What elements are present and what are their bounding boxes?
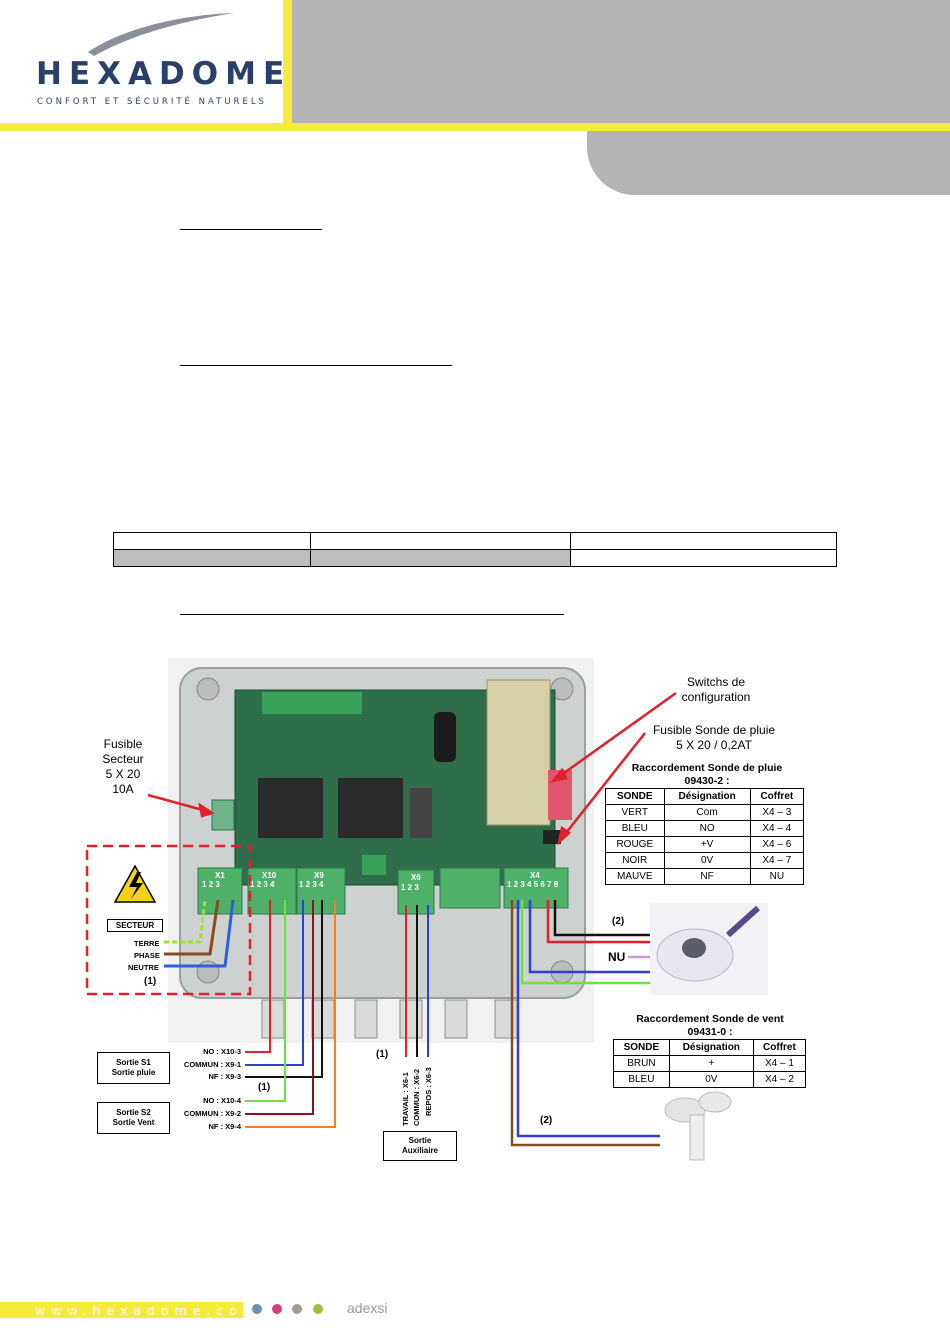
logo-wordmark: HEXADOME bbox=[36, 56, 292, 92]
s1-nf-label: NF : X9-3 bbox=[208, 1072, 241, 1081]
header-gray-tab bbox=[587, 131, 950, 195]
terminal-x9: X9 bbox=[314, 871, 324, 880]
footer-dot-icon bbox=[292, 1304, 302, 1314]
footer-url-link[interactable]: www.hexadome.com bbox=[35, 1303, 262, 1318]
footer-dot-icon bbox=[272, 1304, 282, 1314]
note-1-secteur: (1) bbox=[144, 976, 157, 987]
col-sonde: SONDE bbox=[613, 1039, 670, 1056]
terre-label: TERRE bbox=[134, 939, 160, 948]
header-gray-band bbox=[292, 0, 950, 124]
heading-underline-1 bbox=[180, 229, 322, 230]
header-yellow-rule bbox=[0, 123, 950, 131]
col-designation: Désignation bbox=[663, 788, 751, 805]
col-coffret: Coffret bbox=[749, 788, 805, 805]
terminal-x9-pins: 1 2 3 4 bbox=[299, 880, 324, 889]
rain-table-title: Raccordement Sonde de pluie 09430-2 : bbox=[631, 762, 783, 787]
neutre-label: NEUTRE bbox=[128, 963, 159, 972]
footer-dot-icon bbox=[313, 1304, 323, 1314]
logo-tagline: CONFORT ET SÉCURITÉ NATURELS bbox=[37, 97, 267, 107]
fusible-secteur-label: Fusible Secteur 5 X 20 10A bbox=[102, 737, 144, 796]
terminal-x1: X1 bbox=[215, 871, 225, 880]
col-sonde: SONDE bbox=[605, 788, 665, 805]
s2-no-label: NO : X10-4 bbox=[203, 1096, 241, 1105]
terminal-x6-pins: 1 2 3 bbox=[401, 883, 419, 892]
terminal-x4-pins: 1 2 3 4 5 6 7 8 bbox=[507, 880, 559, 889]
heading-underline-2 bbox=[180, 365, 452, 366]
table-row: BRUN+X4 – 1 bbox=[613, 1055, 807, 1072]
switchs-label: Switchs de configuration bbox=[681, 675, 751, 704]
s1-no-label: NO : X10-3 bbox=[203, 1047, 241, 1056]
terminal-x10: X10 bbox=[262, 871, 277, 880]
terminal-x1-pins: 1 2 3 bbox=[202, 880, 220, 889]
note-1-aux: (1) bbox=[376, 1049, 389, 1060]
terminal-x6: X6 bbox=[411, 873, 421, 882]
heading-underline-3 bbox=[180, 614, 564, 615]
footer-yellow-bar bbox=[0, 1302, 243, 1318]
secteur-box: SECTEUR bbox=[107, 919, 163, 932]
s2-commun-label: COMMUN : X9-2 bbox=[183, 1109, 241, 1118]
note-1-s2: (1) bbox=[258, 1082, 271, 1093]
phase-label: PHASE bbox=[134, 951, 160, 960]
aux-travail-label: TRAVAIL : X6-1 bbox=[401, 1072, 410, 1126]
col-coffret: Coffret bbox=[752, 1039, 807, 1056]
nu-label: NU bbox=[608, 950, 626, 964]
terminal-x4: X4 bbox=[530, 871, 540, 880]
aux-commun-label: COMMUN : X6-2 bbox=[412, 1068, 421, 1126]
note-2-wind: (2) bbox=[540, 1115, 553, 1126]
footer-dot-icon bbox=[252, 1304, 262, 1314]
info-table bbox=[113, 532, 837, 567]
col-designation: Désignation bbox=[668, 1039, 754, 1056]
wind-table-title: Raccordement Sonde de vent 09431-0 : bbox=[636, 1013, 784, 1038]
note-2-rain: (2) bbox=[612, 916, 625, 927]
fusible-sonde-label: Fusible Sonde de pluie 5 X 20 / 0,2AT bbox=[652, 723, 776, 752]
footer-brand-logo: adexsi bbox=[347, 1300, 388, 1316]
terminal-x10-pins: 1 2 3 4 bbox=[250, 880, 275, 889]
aux-repos-label: REPOS : X6-3 bbox=[424, 1067, 433, 1116]
s2-nf-label: NF : X9-4 bbox=[208, 1122, 241, 1131]
header-yellow-divider bbox=[283, 0, 292, 124]
s1-commun-label: COMMUN : X9-1 bbox=[183, 1060, 241, 1069]
